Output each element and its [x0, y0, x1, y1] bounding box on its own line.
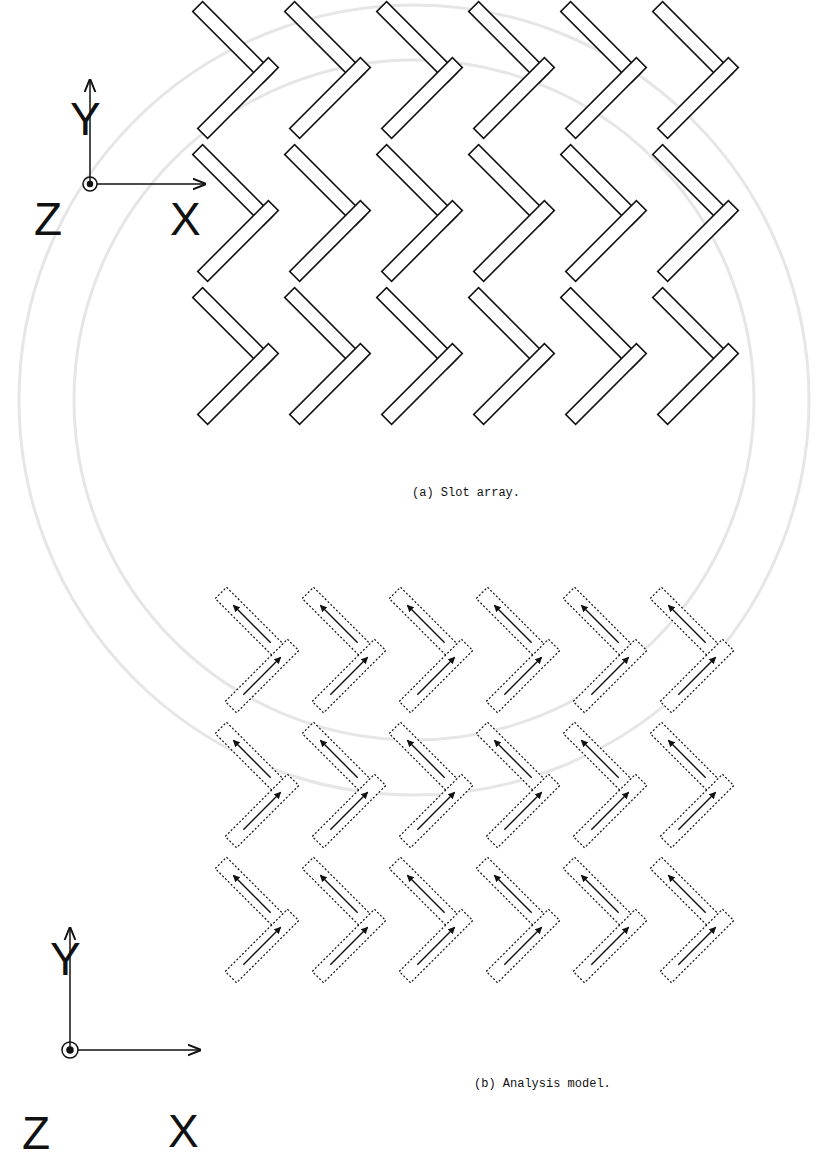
slot-array [193, 2, 739, 425]
slot [225, 639, 299, 713]
slot [573, 909, 647, 983]
slot [198, 344, 279, 425]
watermark-seal [19, 5, 809, 795]
slot [573, 774, 647, 848]
slot [290, 58, 371, 139]
axis-label: Y [50, 936, 81, 982]
slot [660, 639, 734, 713]
slot [474, 58, 555, 139]
slot [198, 201, 279, 282]
slot [225, 909, 299, 983]
slot [290, 201, 371, 282]
axis-label: Z [22, 1110, 50, 1156]
slot [573, 639, 647, 713]
slot [399, 774, 473, 848]
axis-triad [62, 928, 200, 1058]
slot [382, 58, 463, 139]
slot [566, 58, 647, 139]
slot [198, 58, 279, 139]
slot [658, 58, 739, 139]
axis-label: Y [70, 96, 101, 142]
slot [486, 639, 560, 713]
slot [486, 774, 560, 848]
slot [312, 639, 386, 713]
slot [290, 344, 371, 425]
slot [658, 344, 739, 425]
slot [566, 201, 647, 282]
slot [382, 344, 463, 425]
axis-label: X [168, 1108, 199, 1154]
slot [566, 344, 647, 425]
analysis-model [215, 587, 734, 983]
slot [312, 909, 386, 983]
slot [660, 774, 734, 848]
axis-label: Z [34, 196, 62, 242]
caption: (a) Slot array. [410, 486, 522, 500]
slot [658, 201, 739, 282]
caption: (b) Analysis model. [472, 1077, 613, 1091]
slot [660, 909, 734, 983]
slot [312, 774, 386, 848]
slot [486, 909, 560, 983]
slot [399, 909, 473, 983]
axis-label: X [170, 196, 201, 242]
slot [474, 344, 555, 425]
slot [225, 774, 299, 848]
slot [382, 201, 463, 282]
axis-triad [83, 80, 205, 191]
slot [399, 639, 473, 713]
slot [474, 201, 555, 282]
